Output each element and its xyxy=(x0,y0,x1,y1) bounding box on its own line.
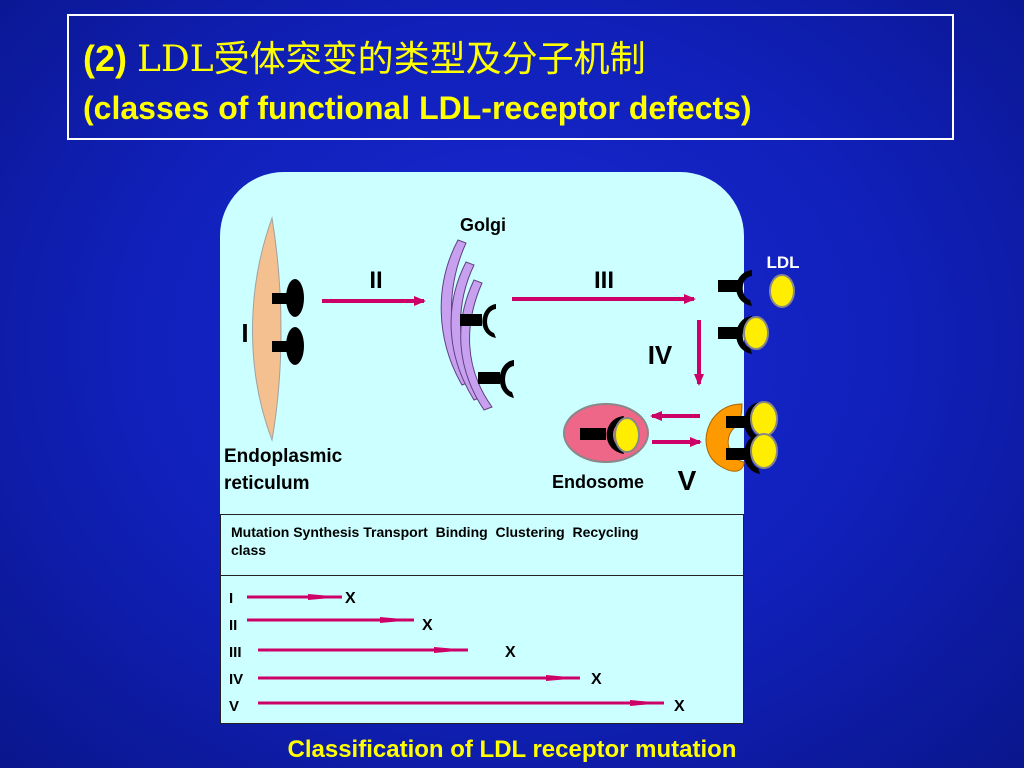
title-chinese: LDL受体突变的类型及分子机制 xyxy=(137,39,646,80)
row-mark: X xyxy=(505,644,516,661)
pit-receptor-2 xyxy=(726,434,760,474)
golgi-label: Golgi xyxy=(460,215,506,235)
table-header-divider xyxy=(221,575,743,576)
er-label-line2: reticulum xyxy=(224,473,310,494)
ldl-particle-4 xyxy=(750,433,778,469)
figure-caption: Classification of LDL receptor mutation xyxy=(287,736,737,763)
table-row: IV X xyxy=(229,671,602,688)
class-label-III: III xyxy=(594,267,614,294)
surface-receptor-1 xyxy=(718,270,752,306)
coated-pit xyxy=(705,403,745,472)
row-mark: X xyxy=(674,698,685,715)
ldl-particle-2 xyxy=(743,316,769,350)
pit-receptor-1 xyxy=(726,402,760,442)
endosome-receptor xyxy=(580,416,624,454)
row-class: V xyxy=(229,698,239,715)
title-english: (classes of functional LDL-receptor defe… xyxy=(83,90,752,126)
row-mark: X xyxy=(591,671,602,688)
row-class: III xyxy=(229,644,242,661)
table-header: Mutation Synthesis Transport Binding Clu… xyxy=(231,523,736,559)
endoplasmic-reticulum xyxy=(252,216,282,442)
ldl-particle-3 xyxy=(750,401,778,437)
class-label-I: I xyxy=(241,318,248,348)
ldl-particle-5 xyxy=(614,417,640,453)
golgi-receptor-2 xyxy=(478,360,514,398)
er-receptor-2 xyxy=(272,327,304,365)
ldl-particle-1 xyxy=(769,274,795,308)
diagram-panel xyxy=(220,172,744,724)
ldl-label: LDL xyxy=(766,253,799,272)
row-class: IV xyxy=(229,671,243,688)
endosome-label: Endosome xyxy=(552,472,644,492)
class-label-IV: IV xyxy=(648,340,673,370)
table-header-class: class xyxy=(231,542,267,558)
table-row: III X xyxy=(229,644,516,661)
surface-receptor-2 xyxy=(718,316,752,354)
title-main: (2)LDL受体突变的类型及分子机制 xyxy=(83,30,646,82)
row-mark: X xyxy=(345,590,356,607)
er-receptor-1 xyxy=(272,279,304,317)
table-row: V X xyxy=(229,698,685,715)
row-mark: X xyxy=(422,617,433,634)
row-class: II xyxy=(229,617,237,634)
table-row: I X xyxy=(229,590,356,607)
title-number: (2) xyxy=(83,38,127,79)
table-row: II X xyxy=(229,617,433,634)
class-label-II: II xyxy=(369,267,382,294)
table-header-columns: Mutation Synthesis Transport Binding Clu… xyxy=(231,524,639,540)
golgi-receptor-1 xyxy=(460,304,496,338)
class-label-V: V xyxy=(678,465,697,496)
er-label-line1: Endoplasmic xyxy=(224,446,343,467)
row-class: I xyxy=(229,590,233,607)
golgi-apparatus xyxy=(440,239,493,411)
mutation-table: Mutation Synthesis Transport Binding Clu… xyxy=(220,514,744,724)
title-box: (2)LDL受体突变的类型及分子机制 (classes of functiona… xyxy=(67,14,954,140)
